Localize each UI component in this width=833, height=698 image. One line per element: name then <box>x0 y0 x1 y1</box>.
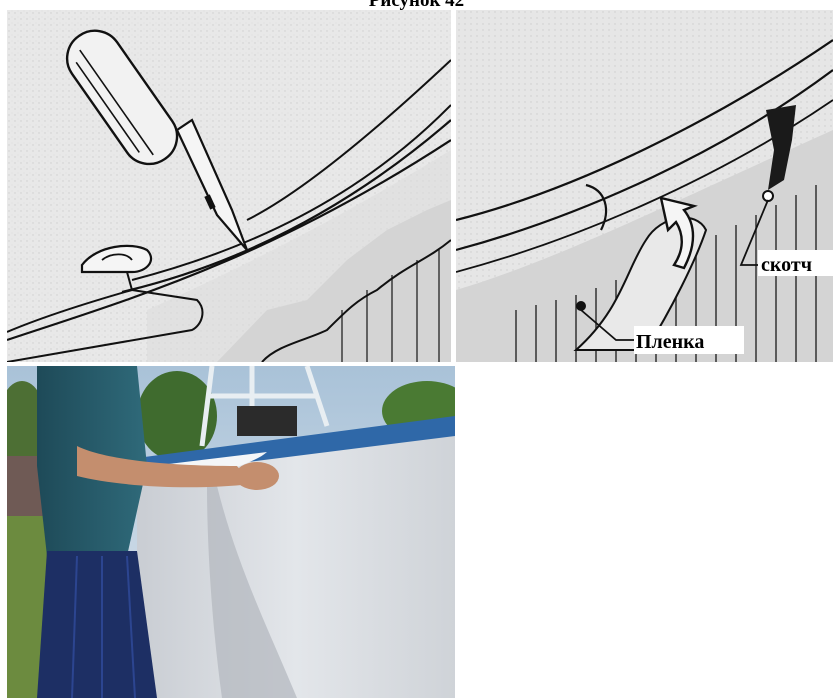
illustration-film-and-tape: скотч Пленка <box>456 10 833 362</box>
photo-person-at-pool <box>7 366 455 698</box>
film-label: Пленка <box>636 331 704 353</box>
illustration-cutting-liner <box>7 10 451 362</box>
tape-label: скотч <box>761 254 812 276</box>
